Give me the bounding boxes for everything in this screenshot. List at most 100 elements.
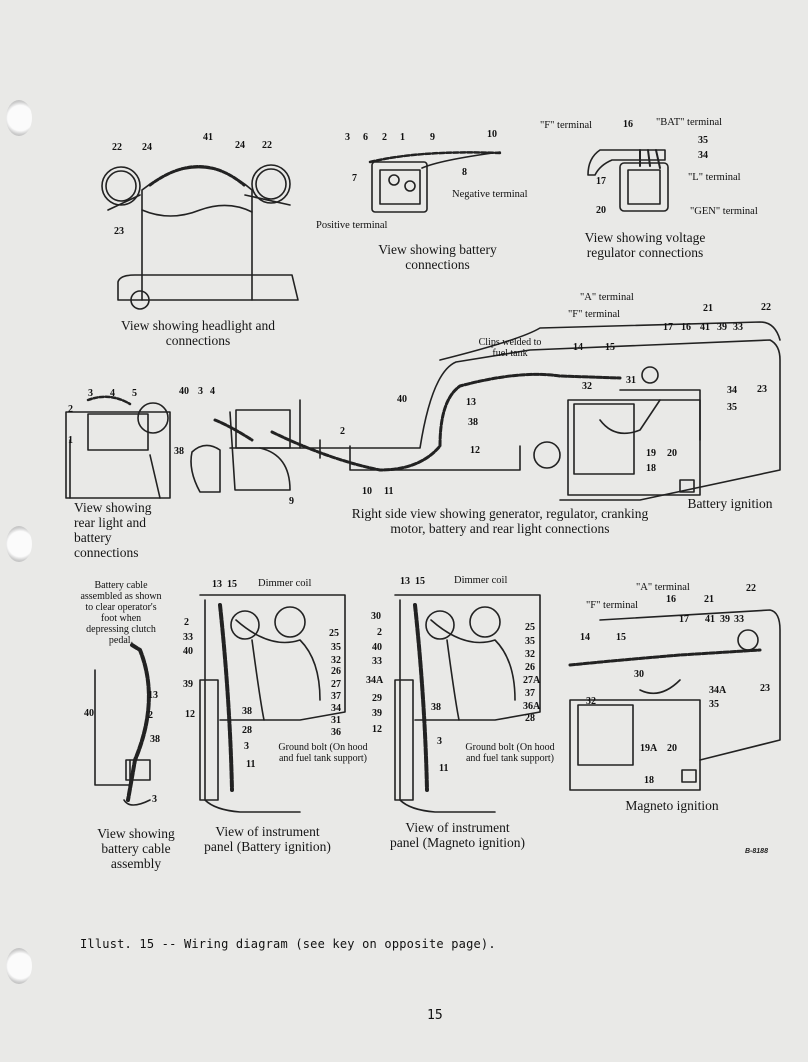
- caption-right-side: Right side view showing generator, regul…: [351, 506, 649, 536]
- callout: 9: [289, 496, 294, 507]
- callout: 36: [331, 727, 341, 738]
- callout: 3: [437, 736, 442, 747]
- callout: 30: [634, 669, 644, 680]
- callout: 7: [352, 173, 357, 184]
- callout: 1: [400, 132, 405, 143]
- caption-cable: View showing battery cable assembly: [97, 826, 175, 871]
- callout: 17: [596, 176, 606, 187]
- label-positive-terminal: Positive terminal: [316, 220, 388, 231]
- note-ground-bolt-battery: Ground bolt (On hood and fuel tank suppo…: [278, 742, 368, 764]
- callout: 41: [700, 322, 710, 333]
- tractor-drawing: [66, 322, 780, 500]
- label-negative-terminal: Negative terminal: [452, 189, 528, 200]
- callout: 30: [371, 611, 381, 622]
- callout: 38: [242, 706, 252, 717]
- callout: 24: [235, 140, 245, 151]
- regulator-drawing: [588, 150, 668, 211]
- callout: 26: [331, 666, 341, 677]
- caption-headlight: View showing headlight and connections: [120, 318, 276, 348]
- callout: 23: [760, 683, 770, 694]
- callout: 37: [525, 688, 535, 699]
- label-panel-magneto-top: 13 15: [400, 576, 425, 587]
- callout: 3: [198, 386, 203, 397]
- callout: 41: [203, 132, 213, 143]
- callout: 4: [210, 386, 215, 397]
- callout: 32: [582, 381, 592, 392]
- callout: 40: [397, 394, 407, 405]
- callout: 35: [331, 642, 341, 653]
- panel-battery-drawing: [200, 595, 345, 812]
- callout: 26: [525, 662, 535, 673]
- callout: 27: [331, 679, 341, 690]
- callout: 2: [340, 426, 345, 437]
- caption-panel-battery: View of instrument panel (Battery igniti…: [204, 824, 331, 854]
- callout: 31: [626, 375, 636, 386]
- callout: 3: [244, 741, 249, 752]
- callout: 22: [262, 140, 272, 151]
- callout: 22: [746, 583, 756, 594]
- label-mag-f-terminal: "F" terminal: [586, 600, 639, 611]
- label-bi-f-terminal: "F" terminal: [568, 309, 621, 320]
- callout: 25: [329, 628, 339, 639]
- callout: 34: [331, 703, 341, 714]
- punch-hole-middle: [6, 526, 32, 562]
- callout: 40: [183, 646, 193, 657]
- label-dimmer-coil-battery: Dimmer coil: [258, 578, 312, 589]
- figure-caption: Illust. 15 -- Wiring diagram (see key on…: [80, 937, 496, 951]
- callout: 11: [439, 763, 449, 774]
- callout: 39: [720, 614, 730, 625]
- headlight-drawing: [102, 165, 298, 309]
- callout: 33: [734, 614, 744, 625]
- callout: 35: [525, 636, 535, 647]
- callout: 40: [372, 642, 382, 653]
- callout: 21: [703, 303, 713, 314]
- callout: 35: [709, 699, 719, 710]
- callout: 2: [382, 132, 387, 143]
- callout: 16: [666, 594, 676, 605]
- callout: 18: [644, 775, 654, 786]
- callout: 38: [468, 417, 478, 428]
- callout: 28: [242, 725, 252, 736]
- callout: 10: [487, 129, 497, 140]
- callout: 16: [681, 322, 691, 333]
- note-battery-cable: Battery cable assembled as shown to clea…: [80, 580, 162, 646]
- callout: 25: [525, 622, 535, 633]
- callout: 6: [363, 132, 368, 143]
- cable-drawing: [95, 645, 150, 805]
- punch-hole-top: [6, 100, 32, 136]
- page-number: 15: [427, 1008, 443, 1023]
- callout: 9: [430, 132, 435, 143]
- callout: 13: [148, 690, 158, 701]
- caption-battery-ignition: Battery ignition: [687, 496, 773, 511]
- callout: 27A: [523, 675, 541, 686]
- caption-regulator: View showing voltage regulator connectio…: [584, 230, 706, 260]
- callout: 18: [646, 463, 656, 474]
- label-panel-battery-top: 13 15: [212, 579, 237, 590]
- callout: 24: [142, 142, 152, 153]
- callout: 38: [431, 702, 441, 713]
- callout: 33: [372, 656, 382, 667]
- callout: 35: [727, 402, 737, 413]
- callout: 2: [68, 404, 73, 415]
- callout: 4: [110, 388, 115, 399]
- callout: 3: [88, 388, 93, 399]
- callout: 38: [174, 446, 184, 457]
- callout: 2: [377, 627, 382, 638]
- callout: 22: [761, 302, 771, 313]
- callout: 3: [152, 794, 157, 805]
- callout: 10: [362, 486, 372, 497]
- callout: 20: [596, 205, 606, 216]
- callout: 5: [132, 388, 137, 399]
- callout: 12: [470, 445, 480, 456]
- callout: 32: [525, 649, 535, 660]
- callout: 34A: [709, 685, 727, 696]
- label-bi-a-terminal: "A" terminal: [580, 292, 634, 303]
- callout: 38: [150, 734, 160, 745]
- callout: 34A: [366, 675, 384, 686]
- label-reg-f-terminal: "F" terminal: [540, 120, 593, 131]
- callout: 40: [179, 386, 189, 397]
- callout: 41: [705, 614, 715, 625]
- callout: 20: [667, 743, 677, 754]
